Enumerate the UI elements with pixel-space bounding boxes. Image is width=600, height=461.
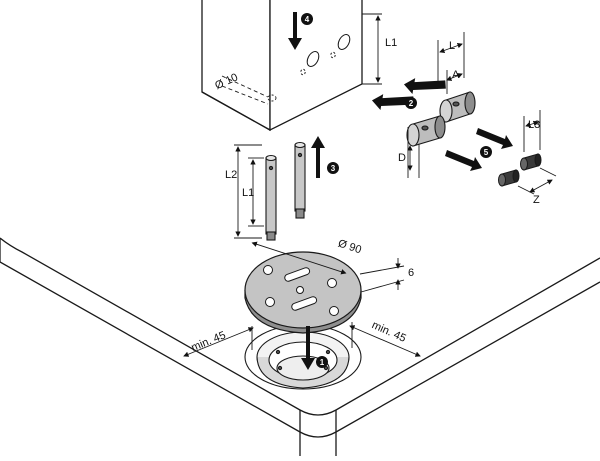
step-5-badge: 5: [480, 146, 492, 158]
dowel-length-label: L: [449, 40, 455, 52]
screw-z-label: Z: [533, 194, 540, 206]
svg-text:5: 5: [484, 148, 489, 157]
dowel-lower: [406, 115, 446, 147]
dowel-upper: [439, 91, 476, 123]
screw-dims: [517, 110, 557, 195]
bolt-total-length-label: L2: [225, 169, 237, 181]
bolt-inner-length-label: L1: [242, 187, 254, 199]
svg-text:3: 3: [331, 164, 336, 173]
step-2-badge: 2: [405, 97, 417, 109]
post-holes-right: [300, 34, 351, 76]
bolt-long: [265, 154, 277, 241]
grub-screw-lower: [498, 169, 520, 187]
step-4-badge: 4: [301, 13, 313, 25]
post-length-dim: [362, 13, 382, 85]
dowel-diameter-label: D: [398, 152, 406, 164]
bolt-dims: [234, 144, 264, 239]
step-1-badge: 1: [316, 356, 328, 368]
dowel-dims: [407, 32, 465, 178]
plate-thickness-label: 6: [408, 267, 414, 279]
bolt-short: [294, 141, 306, 219]
plate-dims: [251, 241, 405, 293]
step-4-arrow: [288, 12, 302, 50]
step-3-arrow: [311, 136, 325, 178]
base-plate: [244, 251, 362, 334]
post-length-label: L1: [385, 37, 397, 49]
floor-socket: [244, 324, 362, 390]
post-hole-left: [221, 75, 277, 105]
step-3-badge: 3: [327, 162, 339, 174]
step-5-arrows: [445, 128, 513, 171]
screw-length-label: L3: [528, 119, 540, 131]
min-distance-dims: [183, 322, 421, 357]
step-2-arrows: [371, 78, 446, 110]
dowel-offset-label: A: [452, 69, 460, 81]
step-1-arrow: [301, 326, 315, 370]
svg-text:2: 2: [409, 99, 414, 108]
svg-text:1: 1: [320, 358, 325, 367]
svg-text:4: 4: [305, 15, 310, 24]
grub-screw-upper: [520, 153, 542, 171]
upper-post: [201, 0, 363, 132]
